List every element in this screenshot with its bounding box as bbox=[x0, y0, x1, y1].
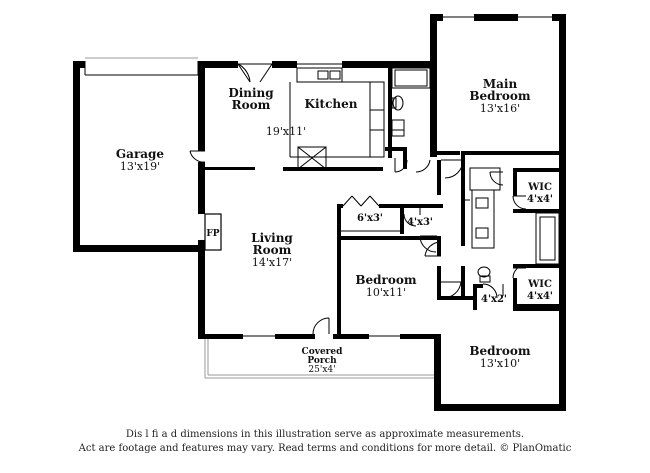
wic-top-dim: 4'x4' bbox=[527, 194, 553, 205]
closet-b-dim: 4'x3' bbox=[407, 217, 433, 228]
doors bbox=[189, 150, 527, 335]
fireplace: FP bbox=[204, 213, 222, 251]
dining-label-2: Room bbox=[232, 98, 271, 112]
living-dim: 14'x17' bbox=[252, 256, 292, 269]
windows bbox=[84, 16, 552, 408]
porch-label-2: Porch bbox=[307, 356, 337, 366]
porch-outline bbox=[204, 339, 434, 379]
closet-bifold-door bbox=[341, 195, 400, 232]
disclaimer-line-1: Dis l fi a d dimensions in this illustra… bbox=[125, 429, 525, 440]
dining-double-door bbox=[237, 63, 273, 83]
kitchen-label: Kitchen bbox=[305, 97, 358, 111]
room-labels: Garage 13'x19' Dining Room Kitchen 19'x1… bbox=[116, 77, 553, 375]
closet-a-dim: 6'x3' bbox=[357, 213, 383, 224]
bedroom-mid-dim: 10'x11' bbox=[366, 286, 406, 299]
main-bedroom-label-2: Bedroom bbox=[469, 89, 530, 103]
living-label-1: Living bbox=[251, 231, 293, 245]
main-bath bbox=[465, 167, 560, 283]
closet-c-dim: 4'x2' bbox=[481, 294, 507, 305]
fireplace-label: FP bbox=[206, 229, 219, 239]
kitchen-counters bbox=[289, 67, 385, 170]
main-bedroom-label-1: Main bbox=[483, 77, 518, 91]
kitchen-dim: 19'x11' bbox=[266, 125, 306, 138]
living-label-2: Room bbox=[253, 243, 292, 257]
porch-dim: 25'x4' bbox=[308, 365, 335, 375]
wic-bottom-dim: 4'x4' bbox=[527, 291, 553, 302]
dining-label-1: Dining bbox=[228, 86, 274, 100]
disclaimer-line-2: Act are footage and features may vary. R… bbox=[78, 443, 572, 454]
garage-label: Garage bbox=[116, 147, 165, 161]
main-bedroom-dim: 13'x16' bbox=[480, 102, 520, 115]
interior-walls bbox=[205, 68, 563, 336]
bedroom-right-dim: 13'x10' bbox=[480, 357, 520, 370]
bedroom-mid-label: Bedroom bbox=[355, 273, 416, 287]
wic-top-label: WIC bbox=[527, 182, 552, 193]
hall-bath bbox=[391, 67, 431, 137]
wic-bottom-label: WIC bbox=[527, 279, 552, 290]
bedroom-right-label: Bedroom bbox=[469, 344, 530, 358]
porch-label-1: Covered bbox=[302, 347, 344, 357]
garage-dim: 13'x19' bbox=[120, 160, 160, 173]
